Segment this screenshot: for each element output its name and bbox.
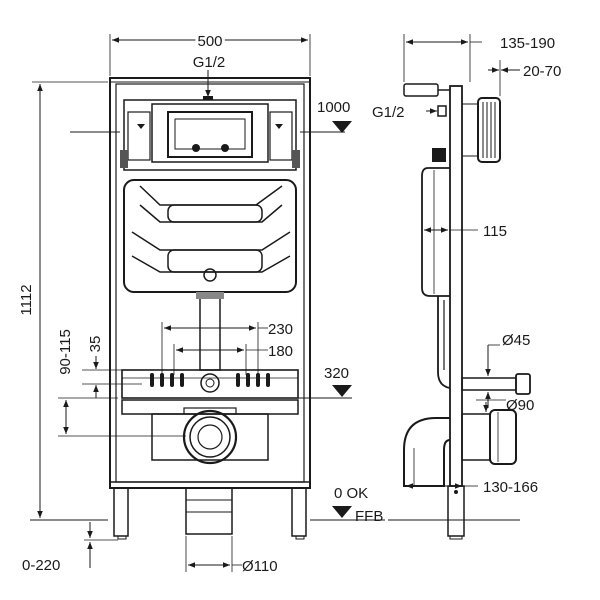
outlet-diameter-front: Ø110 (242, 558, 278, 575)
rail-height-marker (332, 121, 352, 133)
leg-adjust-dimension: 0-220 (22, 557, 60, 574)
cistern (123, 179, 297, 293)
left-leg (113, 487, 129, 537)
height-dimension: 1112 (18, 284, 35, 315)
button-depth-dimension: 135-190 (500, 35, 555, 52)
flush-plate (477, 97, 501, 163)
fix-height-marker (332, 385, 352, 397)
rail-height-dimension: 1000 (317, 99, 350, 116)
side-view: 135-190 20-70 G1/2 115 Ø45 Ø90 130-166 (372, 34, 561, 540)
outlet-socket (182, 409, 238, 465)
supply-label-side: G1/2 (372, 104, 405, 121)
frame-outline (109, 77, 311, 489)
front-view: 500 G1/2 1112 1000 90-115 35 230 180 (15, 30, 385, 575)
fix-height-dimension: 320 (324, 365, 349, 382)
drain-pipe (185, 487, 233, 535)
spacing-180-dimension: 180 (268, 343, 293, 360)
fix-range-dimension: 90-115 (57, 329, 74, 375)
outlet-diameter-side: Ø90 (506, 397, 534, 414)
width-dimension: 500 (197, 33, 222, 50)
drain-elbow (403, 417, 451, 487)
floor-label: 0 OK (334, 485, 368, 502)
outlet-socket-side (489, 409, 517, 465)
inlet-diameter-dimension: Ø45 (502, 332, 530, 349)
cistern-side (421, 167, 450, 297)
floor-marker (332, 506, 352, 518)
ffb-label: FFB (355, 508, 383, 525)
side-frame (449, 85, 463, 487)
elbow-depth-dimension: 130-166 (483, 479, 538, 496)
frame-depth-dimension: 115 (483, 223, 507, 240)
fix-small-dimension: 35 (87, 336, 104, 353)
right-leg (291, 487, 307, 537)
supply-label-front: G1/2 (193, 54, 226, 71)
plate-depth-dimension: 20-70 (523, 63, 561, 80)
spacing-230-dimension: 230 (268, 321, 293, 338)
